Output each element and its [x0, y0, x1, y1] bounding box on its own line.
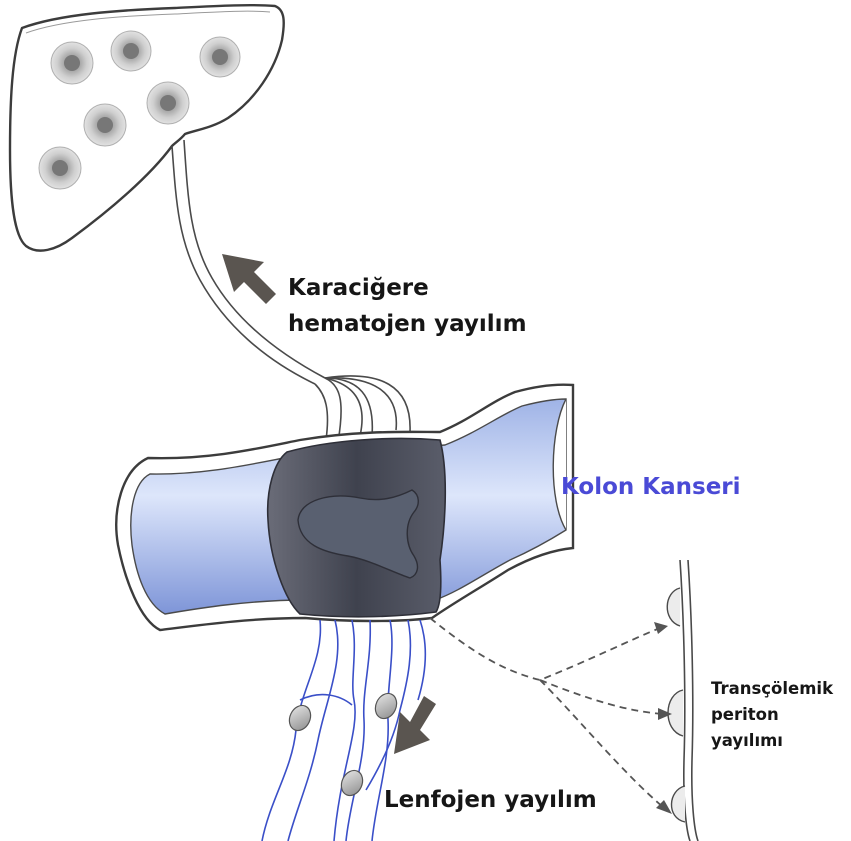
lymphatic-arrow	[394, 696, 436, 754]
metastasis-cell	[51, 42, 93, 84]
peritoneal-implant	[671, 786, 685, 822]
colon-cancer-label: Kolon Kanseri	[561, 472, 741, 502]
hematogenous-label-line-1: Karaciğere	[288, 270, 527, 306]
peritoneal-spread-label: Transçölemik periton yayılımı	[711, 676, 833, 754]
hematogenous-arrow	[222, 254, 276, 304]
peritoneal-label-line-3: yayılımı	[711, 728, 833, 754]
peritoneal-label-line-1: Transçölemik	[711, 676, 833, 702]
lymph-node	[285, 702, 314, 734]
lymph-node	[371, 690, 400, 722]
lymph-node	[337, 767, 366, 799]
metastasis-cell	[84, 104, 126, 146]
metastasis-cell	[111, 31, 151, 71]
lymphatic-spread-label: Lenfojen yayılım	[384, 785, 597, 815]
transcoelomic-arrows	[430, 618, 664, 808]
hematogenous-label-line-2: hematojen yayılım	[288, 306, 527, 342]
peritoneal-implant	[668, 690, 683, 736]
metastasis-cell	[200, 37, 240, 77]
peritoneal-label-line-2: periton	[711, 702, 833, 728]
colon	[116, 385, 573, 630]
peritoneal-implant	[667, 588, 680, 626]
metastasis-cell	[39, 147, 81, 189]
liver	[10, 5, 284, 250]
metastasis-cell	[147, 82, 189, 124]
hematogenous-spread-label: Karaciğere hematojen yayılım	[288, 270, 527, 342]
